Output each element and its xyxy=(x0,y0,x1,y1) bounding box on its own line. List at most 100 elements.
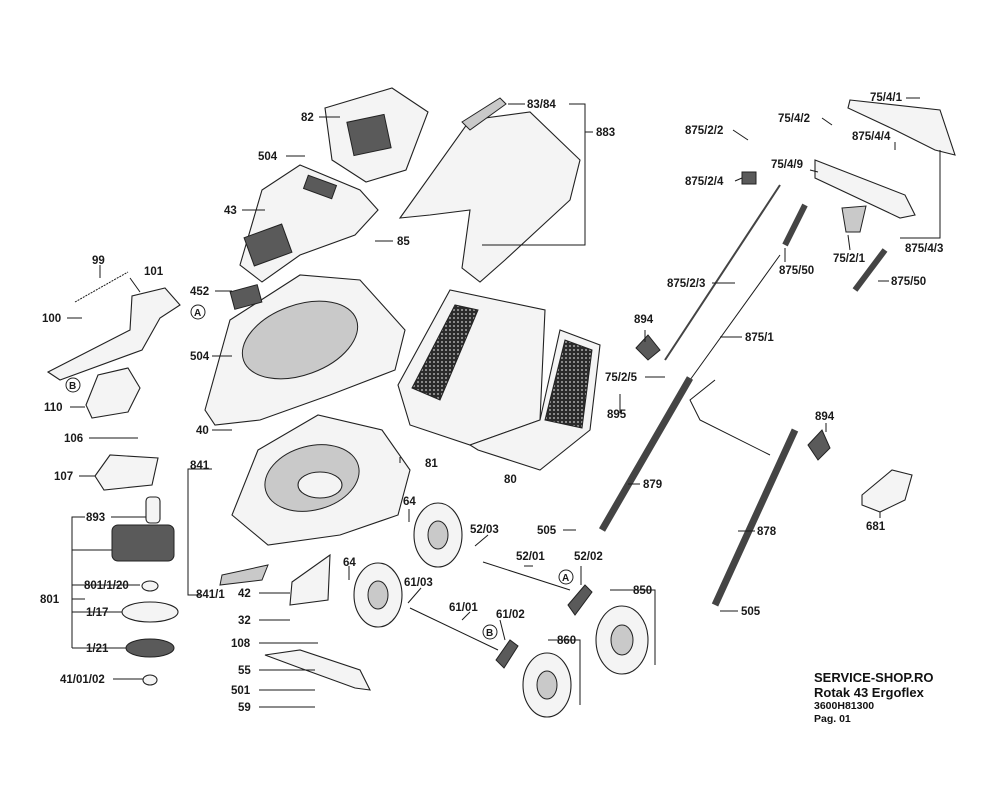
callout-879: 879 xyxy=(643,479,662,491)
part-875-2-4-clip xyxy=(741,171,757,185)
callout-681: 681 xyxy=(866,521,886,533)
part-875-50-tube-left xyxy=(782,203,808,247)
part-893-cable xyxy=(145,496,161,524)
part-883-handle xyxy=(461,97,507,131)
callout-83-84: 83/84 xyxy=(527,99,556,111)
callout-106: 106 xyxy=(64,433,83,445)
part-drawings xyxy=(46,87,956,718)
callout-875-4-4: 875/4/4 xyxy=(852,131,891,143)
callout-875-4-3: 875/4/3 xyxy=(905,243,943,255)
callout-505-right: 505 xyxy=(741,606,761,618)
callout-61-01: 61/01 xyxy=(449,602,478,614)
callout-circle-b-bottom: B xyxy=(486,628,493,639)
part-1-21-belt xyxy=(125,638,175,658)
callout-850: 850 xyxy=(633,585,652,597)
part-110-key xyxy=(85,367,141,419)
callout-110: 110 xyxy=(44,402,63,414)
callout-43: 43 xyxy=(224,205,237,217)
part-894-knob-right xyxy=(807,429,831,461)
part-452-switch xyxy=(229,284,263,310)
part-883-lid xyxy=(398,111,581,283)
callout-841-1: 841/1 xyxy=(196,589,225,601)
callout-107: 107 xyxy=(54,471,73,483)
callout-875-2-2: 875/2/2 xyxy=(685,125,723,137)
callout-801: 801 xyxy=(40,594,60,606)
part-879-lower-handle xyxy=(598,376,694,532)
callout-41-01-02: 41/01/02 xyxy=(60,674,105,686)
callout-circle-a-bottom: A xyxy=(562,573,569,584)
callout-61-03: 61/03 xyxy=(404,577,433,589)
callout-883: 883 xyxy=(596,127,615,139)
part-681-clip xyxy=(861,469,913,513)
callout-59: 59 xyxy=(238,702,251,714)
callout-85: 85 xyxy=(397,236,410,248)
part-55-blade xyxy=(264,649,371,691)
part-850-wheel xyxy=(595,605,649,675)
callout-labels: 82 504 43 85 83/84 883 99 101 100 A B 11… xyxy=(40,92,943,714)
part-875-4-3-bar xyxy=(814,159,916,219)
callout-878: 878 xyxy=(757,526,777,538)
leader-lines xyxy=(67,97,941,708)
part-41-01-02-bush xyxy=(142,674,158,686)
callout-99: 99 xyxy=(92,255,105,267)
callout-75-4-1: 75/4/1 xyxy=(870,92,903,104)
part-42-flap xyxy=(289,553,331,606)
tag-circle-b1 xyxy=(65,377,81,393)
callout-80: 80 xyxy=(504,474,517,486)
callout-875-2-3: 875/2/3 xyxy=(667,278,705,290)
callout-504-mid: 504 xyxy=(190,351,210,363)
part-860-wheel xyxy=(522,652,572,718)
callout-894-left: 894 xyxy=(634,314,654,326)
callout-1-17: 1/17 xyxy=(86,607,108,619)
part-61-02-bracket xyxy=(495,639,519,669)
page-number: Pag. 01 xyxy=(814,713,851,725)
tag-circle-a1 xyxy=(190,304,206,320)
callout-504-top: 504 xyxy=(258,151,278,163)
part-43-grip xyxy=(243,223,293,267)
part-52-01-axle xyxy=(482,561,571,591)
footer-block: SERVICE-SHOP.RO Rotak 43 Ergoflex 3600H8… xyxy=(814,670,933,726)
callout-841: 841 xyxy=(190,460,210,472)
callout-860: 860 xyxy=(557,635,576,647)
part-841-motor-mount xyxy=(297,471,343,499)
callout-505-left: 505 xyxy=(537,525,557,537)
callout-1-21: 1/21 xyxy=(86,643,109,655)
part-82-grid xyxy=(346,113,392,157)
part-40-cavity xyxy=(241,300,359,380)
shop-name: SERVICE-SHOP.RO xyxy=(814,670,934,685)
callout-circle-b-top: B xyxy=(69,381,76,392)
callout-42: 42 xyxy=(238,588,251,600)
part-number: 3600H81300 xyxy=(814,700,875,712)
part-894-knob-left xyxy=(635,334,661,361)
callout-52-02: 52/02 xyxy=(574,551,603,563)
callout-100: 100 xyxy=(42,313,61,325)
callout-40: 40 xyxy=(196,425,209,437)
callout-875-50-left: 875/50 xyxy=(779,265,814,277)
part-875-2-3-cable xyxy=(664,184,781,361)
callout-64-left: 64 xyxy=(343,557,356,569)
part-878-lower-handle xyxy=(711,428,799,607)
part-107-tray xyxy=(94,454,159,491)
callout-circle-a-top: A xyxy=(194,308,201,319)
callout-55: 55 xyxy=(238,665,251,677)
part-61-01-axle xyxy=(409,607,499,651)
model-name: Rotak 43 Ergoflex xyxy=(814,685,924,700)
part-64-rear-wheel-left xyxy=(353,562,403,628)
callout-82: 82 xyxy=(301,112,314,124)
callout-101: 101 xyxy=(144,266,164,278)
part-101-lever xyxy=(46,287,181,381)
part-43-vent xyxy=(302,174,338,200)
callout-52-03: 52/03 xyxy=(470,524,499,536)
part-80-mesh xyxy=(544,339,593,429)
part-801-motor xyxy=(111,524,175,562)
callout-75-4-2: 75/4/2 xyxy=(778,113,810,125)
callout-875-1: 875/1 xyxy=(745,332,774,344)
callout-61-02: 61/02 xyxy=(496,609,525,621)
callout-108: 108 xyxy=(231,638,251,650)
part-81-mesh xyxy=(411,304,479,401)
tag-circle-b2 xyxy=(482,624,498,640)
callout-895: 895 xyxy=(607,409,627,421)
callout-75-2-1: 75/2/1 xyxy=(833,253,866,265)
part-75-4-1-bar xyxy=(847,99,956,156)
